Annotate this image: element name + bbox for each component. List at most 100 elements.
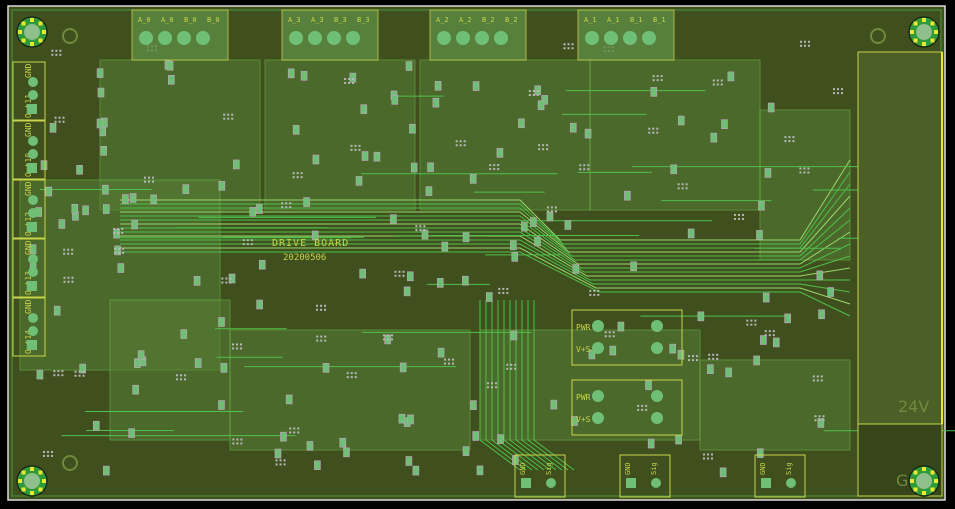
via	[63, 248, 66, 251]
motor-pin-label: B_3	[334, 16, 347, 24]
via	[143, 176, 146, 179]
via	[344, 81, 347, 84]
via	[497, 164, 500, 167]
smd-pad	[758, 200, 765, 211]
via	[799, 40, 802, 43]
via	[706, 453, 709, 456]
connector-pad	[28, 149, 38, 159]
via	[695, 359, 698, 362]
smd-pad	[361, 151, 369, 161]
mounting-hole-via	[38, 21, 43, 26]
via	[716, 353, 719, 356]
smd-pad	[818, 309, 825, 320]
smd-pad	[434, 81, 442, 91]
via	[812, 379, 815, 382]
motor-pin-pad	[642, 31, 656, 45]
smd-pad	[530, 217, 537, 227]
smd-pad	[285, 394, 293, 405]
smd-pad	[541, 95, 548, 105]
via	[67, 280, 70, 283]
via	[491, 382, 494, 385]
via	[652, 127, 655, 130]
via	[532, 94, 535, 97]
via	[837, 92, 840, 95]
via	[820, 375, 823, 378]
via	[803, 44, 806, 47]
smd-pad	[462, 275, 469, 286]
via	[61, 374, 64, 377]
via	[497, 168, 500, 171]
via	[232, 438, 235, 441]
mounting-hole-via	[922, 42, 926, 46]
via	[687, 355, 690, 358]
connector-pad	[651, 478, 661, 488]
smd-pad	[218, 317, 225, 327]
smd-pad	[609, 345, 617, 356]
signal-trace	[120, 247, 851, 305]
mounting-hole-via	[21, 470, 26, 475]
via	[223, 113, 226, 116]
copper-pour	[229, 329, 471, 451]
smd-pad	[409, 123, 416, 134]
fiducial	[870, 28, 886, 44]
via	[542, 144, 545, 147]
via	[296, 176, 299, 179]
via	[493, 168, 496, 171]
smd-pad	[228, 273, 236, 284]
smd-pad	[521, 221, 528, 232]
smd-pad	[391, 95, 399, 105]
via	[807, 167, 810, 170]
via	[637, 408, 640, 411]
smd-pad	[719, 467, 727, 478]
via	[316, 335, 319, 338]
power-label: 24V	[898, 397, 929, 416]
fiducial	[62, 28, 78, 44]
copper-pour	[589, 59, 761, 211]
motor-pin-label: B_3	[357, 16, 370, 24]
via	[275, 463, 278, 466]
connector-pad	[626, 478, 636, 488]
via	[354, 144, 357, 147]
via	[63, 276, 66, 279]
connector-pad	[27, 163, 37, 173]
smd-pad	[96, 68, 104, 78]
via	[506, 287, 509, 290]
via	[510, 367, 513, 370]
motor-pin-label: A_1	[584, 16, 597, 24]
smd-pad	[762, 292, 770, 303]
via	[240, 438, 243, 441]
via	[292, 176, 295, 179]
smd-pad	[588, 349, 596, 360]
via	[240, 343, 243, 346]
via	[78, 374, 81, 377]
via	[608, 331, 611, 334]
smd-pad	[349, 72, 357, 83]
connector-pad	[592, 342, 604, 354]
motor-pin-label: B_0	[184, 16, 197, 24]
via	[297, 427, 300, 430]
via	[383, 338, 386, 341]
smd-pad	[697, 311, 705, 322]
smd-pad	[102, 204, 110, 214]
smd-pad	[784, 313, 791, 324]
copper-pour	[264, 59, 416, 211]
via	[652, 75, 655, 78]
via	[324, 304, 327, 307]
via	[184, 374, 187, 377]
mounting-hole-via	[30, 467, 34, 471]
connector-pad	[27, 281, 37, 291]
motor-pin-label: A_3	[288, 16, 301, 24]
via	[737, 213, 740, 216]
via	[51, 53, 54, 56]
via	[495, 382, 498, 385]
via	[593, 293, 596, 296]
copper-pour	[419, 59, 591, 211]
via	[354, 376, 357, 379]
mounting-hole-via	[930, 21, 935, 26]
via	[54, 116, 57, 119]
connector-pad	[651, 412, 663, 424]
via	[346, 376, 349, 379]
via	[546, 210, 549, 213]
